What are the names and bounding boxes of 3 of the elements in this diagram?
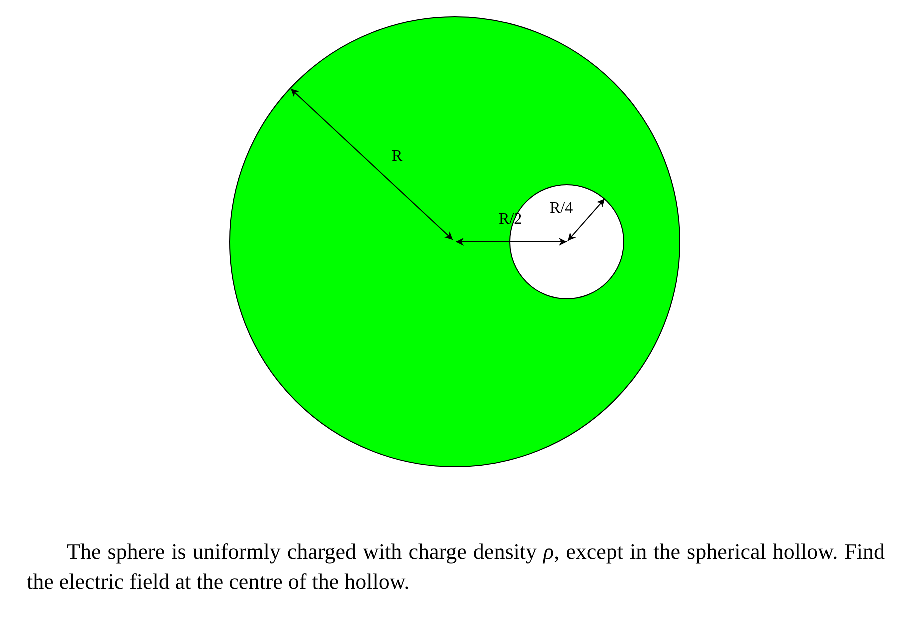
dimension-label: R <box>392 148 403 166</box>
caption: The sphere is uniformly charged with charge density ρ, except in the spherical hollow. Find the electric field at the centre of the hollow. <box>27 538 885 596</box>
dimension-label: R/4 <box>550 200 574 218</box>
